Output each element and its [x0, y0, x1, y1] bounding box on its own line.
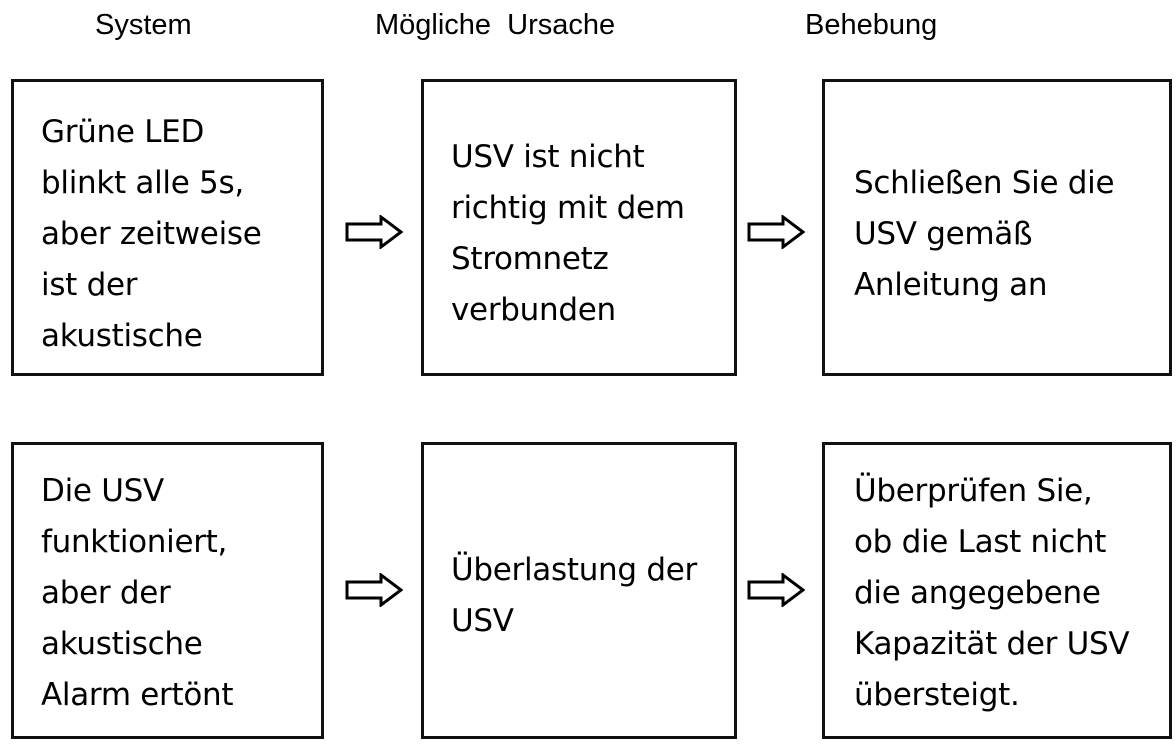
box-text-line: Überlastung der — [451, 552, 697, 588]
right-arrow-icon — [747, 215, 805, 249]
box-text-line: Grüne LED — [41, 114, 205, 150]
box-text-line: akustische — [41, 626, 203, 662]
box-text-line: richtig mit dem — [451, 190, 685, 226]
box-text-line: Die USV — [41, 473, 164, 509]
right-arrow-icon — [747, 573, 805, 607]
box-text-line: USV ist nicht — [451, 139, 645, 175]
right-arrow-icon — [345, 573, 403, 607]
box-text-line: Stromnetz — [451, 241, 609, 277]
box-text-line: Schließen Sie die — [854, 165, 1115, 201]
row-2-remedy-box: Überprüfen Sie, ob die Last nicht die an… — [822, 442, 1172, 739]
box-text-line: Überprüfen Sie, — [854, 473, 1093, 509]
box-text-line: akustische — [41, 318, 203, 354]
box-text-line: USV gemäß — [854, 216, 1033, 252]
column-header-system: System — [95, 9, 192, 41]
box-text-line: Alarm ertönt — [41, 677, 234, 713]
box-text-line: die angegebene — [854, 575, 1101, 611]
column-header-remedy: Behebung — [805, 9, 938, 41]
box-text-line: ist der — [41, 267, 138, 303]
box-text-line: verbunden — [451, 292, 616, 328]
box-text-line: Anleitung an — [854, 267, 1048, 303]
row-2-system-box: Die USV funktioniert, aber der akustisch… — [11, 442, 324, 739]
right-arrow-icon — [345, 215, 403, 249]
row-1-system-box: Grüne LED blinkt alle 5s, aber zeitweise… — [11, 79, 324, 376]
box-text-line: übersteigt. — [854, 677, 1020, 713]
box-text-line: ob die Last nicht — [854, 524, 1107, 560]
row-2-cause-box: Überlastung der USV — [421, 442, 737, 739]
column-header-possible-cause: Mögliche Ursache — [375, 9, 616, 41]
box-text-line: funktioniert, — [41, 524, 228, 560]
box-text-line: USV — [451, 603, 514, 639]
box-text-line: aber der — [41, 575, 171, 611]
box-text-line: blinkt alle 5s, — [41, 165, 244, 201]
box-text-line: Kapazität der USV — [854, 626, 1130, 662]
box-text-line: aber zeitweise — [41, 216, 262, 252]
row-1-cause-box: USV ist nicht richtig mit dem Stromnetz … — [421, 79, 737, 376]
row-1-remedy-box: Schließen Sie die USV gemäß Anleitung an — [822, 79, 1172, 376]
